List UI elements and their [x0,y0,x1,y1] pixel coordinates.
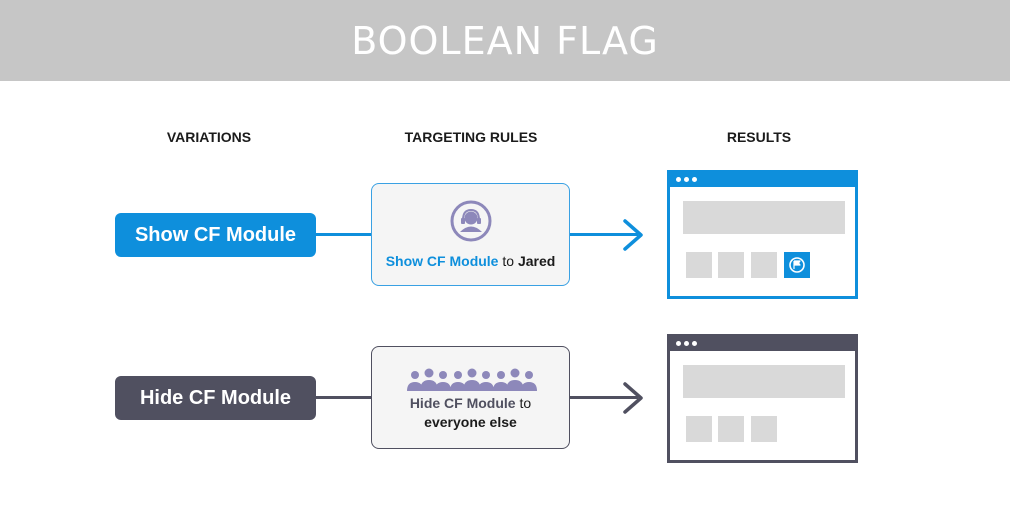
tile-placeholder [751,416,777,442]
column-heading-targeting-rules: TARGETING RULES [404,129,538,145]
rule-highlight: Hide CF Module [409,395,516,411]
rule-card-hide: Hide CF Module to everyone else [371,346,570,449]
connector-line [570,233,638,236]
header-banner: BOOLEAN FLAG [0,0,1010,81]
tile-placeholder [718,416,744,442]
variation-hide-label: Hide CF Module [139,386,292,409]
content-placeholder [683,201,845,234]
window-dots [676,177,697,182]
connector-line [316,396,371,399]
group-users-icon [404,367,540,400]
connector-line [570,396,638,399]
rule-text-hide: Hide CF Module to everyone else [410,394,531,432]
rule-target: Jared [517,253,556,269]
result-browser-hide [667,334,858,463]
rule-text-show: Show CF Module to Jared [386,252,556,271]
page-title: BOOLEAN FLAG [351,18,659,63]
flag-icon [789,257,805,273]
arrow-right-icon [621,218,645,257]
cf-module-tile [784,252,810,278]
variation-show-label: Show CF Module [134,223,297,246]
variation-hide-pill: Hide CF Module [115,376,316,420]
rule-target: everyone else [424,414,517,430]
window-dots [676,341,697,346]
tile-placeholder [718,252,744,278]
arrow-right-icon [621,381,645,420]
column-heading-variations: VARIATIONS [166,129,252,145]
tile-placeholder [686,416,712,442]
tile-placeholder [686,252,712,278]
content-placeholder [683,365,845,398]
column-heading-results: RESULTS [726,129,792,145]
rule-connector-text: to [515,395,532,411]
rule-highlight: Show CF Module [385,253,499,269]
rule-card-show: Show CF Module to Jared [371,183,570,286]
browser-titlebar [670,173,855,187]
variation-show-pill: Show CF Module [115,213,316,257]
connector-line [316,233,371,236]
user-headset-icon [449,199,493,248]
tile-placeholder [751,252,777,278]
browser-titlebar [670,337,855,351]
result-browser-show [667,170,858,299]
rule-connector-text: to [498,253,518,269]
